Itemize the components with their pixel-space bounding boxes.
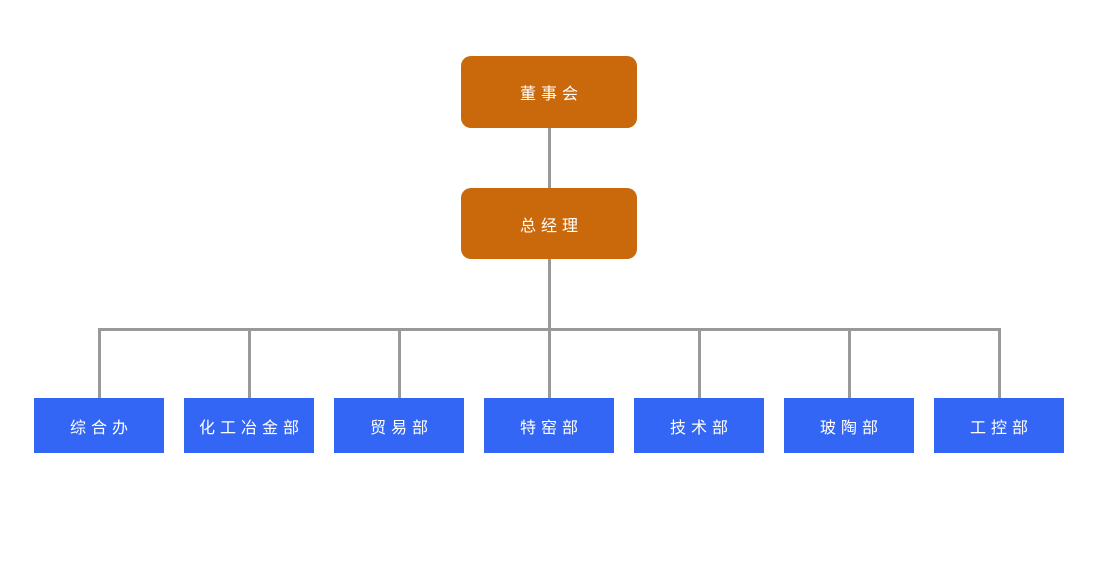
org-node-dept-chemical-metallurgy[interactable]: 化工冶金部 — [184, 398, 314, 453]
org-node-general-manager-label: 总经理 — [519, 217, 583, 235]
connector-drop-dept-3 — [398, 329, 401, 398]
org-node-board-label: 董事会 — [519, 86, 583, 103]
org-node-general-manager[interactable]: 总经理 — [461, 188, 637, 259]
org-node-dept-label: 工控部 — [969, 419, 1033, 437]
org-node-dept-glass-ceramics[interactable]: 玻陶部 — [784, 398, 914, 453]
connector-drop-dept-4 — [548, 329, 551, 398]
org-node-dept-label: 化工冶金部 — [198, 419, 304, 437]
org-node-dept-general-office[interactable]: 综合办 — [34, 398, 164, 453]
org-node-dept-special-kiln[interactable]: 特窑部 — [484, 398, 614, 453]
connector-drop-dept-6 — [848, 329, 851, 398]
org-node-dept-technology[interactable]: 技术部 — [634, 398, 764, 453]
connector-drop-dept-5 — [698, 329, 701, 398]
org-node-dept-label: 玻陶部 — [819, 419, 883, 437]
org-node-dept-industrial-control[interactable]: 工控部 — [934, 398, 1064, 453]
connector-drop-dept-7 — [998, 329, 1001, 398]
connector-drop-dept-2 — [248, 329, 251, 398]
connector-drop-dept-1 — [98, 329, 101, 398]
connector-board-to-gm — [548, 128, 551, 188]
org-node-dept-label: 技术部 — [669, 419, 733, 437]
org-node-board[interactable]: 董事会 — [461, 56, 637, 128]
org-node-dept-trade[interactable]: 贸易部 — [334, 398, 464, 453]
org-node-dept-label: 贸易部 — [369, 419, 433, 437]
org-node-dept-label: 特窑部 — [519, 419, 583, 437]
org-node-dept-label: 综合办 — [69, 419, 133, 437]
